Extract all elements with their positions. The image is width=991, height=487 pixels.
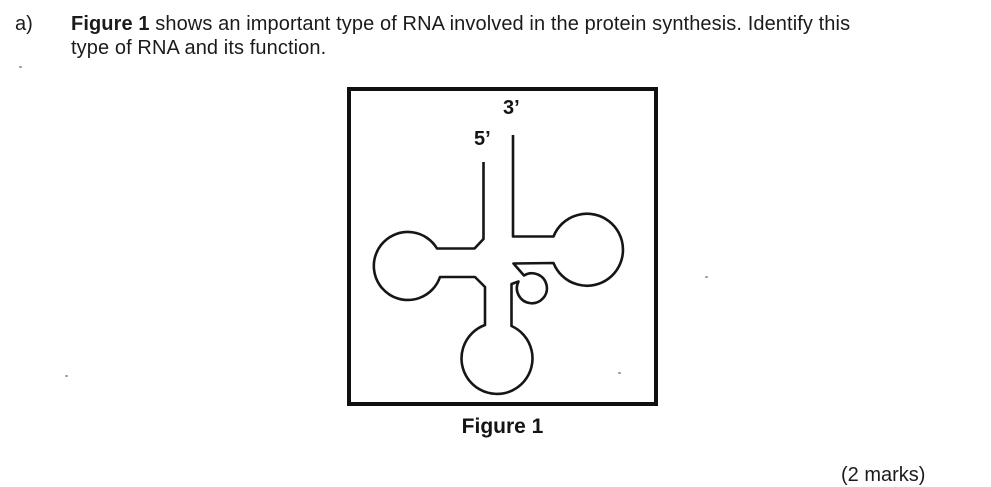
scan-speck — [19, 66, 22, 68]
scan-speck — [618, 372, 621, 374]
question-line-1: Figure 1 shows an important type of RNA … — [71, 12, 951, 36]
figure-reference: Figure 1 — [71, 13, 150, 35]
question-item-label: a) — [15, 13, 33, 35]
figure-caption: Figure 1 — [461, 415, 544, 438]
question-line-2: type of RNA and its function. — [71, 37, 327, 59]
trna-cloverleaf-diagram — [372, 135, 625, 396]
figure-box: 5’ 3’ — [347, 87, 658, 406]
scan-speck — [705, 276, 708, 278]
marks-label: (2 marks) — [841, 464, 926, 486]
question-line-1-rest: shows an important type of RNA involved … — [149, 13, 851, 35]
five-prime-end-label: 5’ — [474, 128, 491, 150]
question-text: Figure 1 shows an important type of RNA … — [71, 12, 951, 60]
scan-speck — [65, 375, 68, 377]
three-prime-end-label: 3’ — [503, 97, 520, 119]
